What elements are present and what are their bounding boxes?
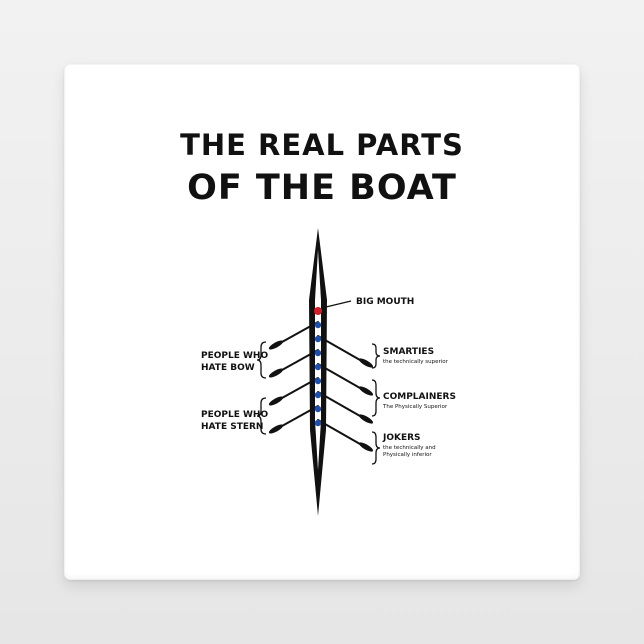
title-line-2: OF THE BOAT	[187, 168, 457, 208]
oar	[317, 363, 361, 389]
oar	[317, 335, 361, 361]
rower-seat	[314, 419, 322, 427]
title-line-1: THE REAL PARTS	[180, 128, 464, 162]
rower-seats	[314, 321, 322, 427]
coxswain-seat	[314, 307, 322, 315]
brace-complainers	[371, 379, 381, 417]
oar-blade	[268, 368, 284, 378]
oar-blades-port	[268, 340, 284, 434]
hate-stern-line-2: HATE STERN	[201, 422, 263, 432]
big-mouth-label: BIG MOUTH	[356, 297, 414, 307]
oar	[281, 321, 319, 343]
oar	[317, 419, 361, 445]
rower-seat	[314, 377, 322, 385]
boat-deck	[315, 250, 321, 470]
rower-seat	[314, 349, 322, 357]
brace-hate-bow	[256, 341, 267, 379]
oar-blade	[268, 424, 284, 434]
oar-blade	[358, 358, 374, 368]
rower-seat	[314, 335, 322, 343]
complainers-sublabel: The Physically Superior	[382, 404, 448, 410]
hate-bow-line-1: PEOPLE WHO	[201, 351, 268, 361]
big-mouth-pointer	[325, 300, 352, 308]
brace-hate-stern	[256, 397, 267, 435]
jokers-sublabel-2: Physically inferior	[383, 452, 432, 458]
jokers-sublabel-1: the technically and	[383, 445, 436, 451]
hate-bow-line-2: HATE BOW	[201, 363, 255, 373]
complainers-label: COMPLAINERS	[383, 392, 456, 402]
oar-blade	[358, 386, 374, 396]
rower-seat	[314, 363, 322, 371]
brace-jokers	[371, 431, 381, 465]
smarties-sublabel: the technically superior	[383, 359, 449, 365]
oar	[281, 377, 319, 399]
rower-seat	[314, 391, 322, 399]
smarties-label: SMARTIES	[383, 347, 434, 357]
hate-stern-line-1: PEOPLE WHO	[201, 410, 268, 420]
rower-seat	[314, 405, 322, 413]
rower-seat	[314, 321, 322, 329]
oar	[317, 391, 361, 417]
oar-blades-starboard	[358, 358, 374, 452]
oar-blade	[268, 396, 284, 406]
brace-smarties	[371, 343, 381, 369]
oar-blade	[268, 340, 284, 350]
jokers-label: JOKERS	[382, 433, 421, 443]
oar-blade	[358, 414, 374, 424]
oar	[281, 349, 319, 371]
oar	[281, 405, 319, 427]
oar-blade	[358, 442, 374, 452]
oars-starboard	[317, 335, 361, 445]
oars-port	[281, 321, 319, 427]
